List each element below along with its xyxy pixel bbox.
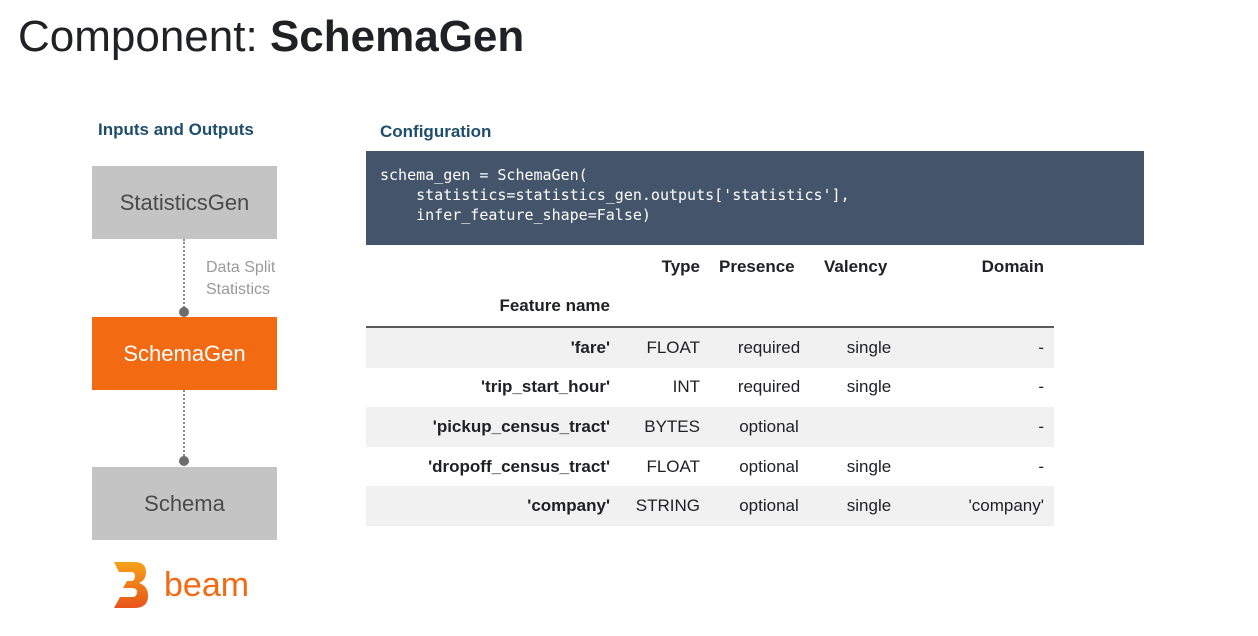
title-component-name: SchemaGen (269, 12, 525, 61)
feature-name-cell: 'dropoff_census_tract' (428, 456, 610, 476)
edge-label-data-split-statistics: Data Split Statistics (206, 259, 276, 298)
column-header-feature-name: Feature name (499, 296, 610, 315)
type-cell: BYTES (644, 416, 700, 436)
presence-cell: optional (739, 496, 799, 516)
beam-logo-icon (114, 562, 148, 608)
connector-dot (179, 307, 189, 317)
column-header-valency: Valency (824, 257, 888, 276)
valency-cell: single (846, 377, 892, 397)
valency-cell: single (846, 337, 892, 357)
schema-box: Schema (92, 467, 277, 540)
table-row: 'pickup_census_tract' BYTES optional - (366, 407, 1054, 447)
domain-cell: - (1038, 377, 1044, 397)
type-cell: FLOAT (646, 337, 700, 357)
presence-cell: required (737, 337, 801, 357)
feature-name-cell: 'fare' (570, 337, 610, 357)
schemagen-box: SchemaGen (92, 317, 277, 390)
statisticsgen-box: StatisticsGen (92, 166, 277, 239)
code-block: schema_gen = SchemaGen( statistics=stati… (366, 151, 1144, 245)
beam-logo-text: beam (164, 565, 250, 604)
configuration-heading: Configuration (380, 122, 492, 141)
domain-cell: - (1038, 337, 1044, 357)
title-prefix: Component: (18, 12, 270, 61)
connector-dotted-line (183, 390, 185, 460)
beam-logo: beam (110, 560, 249, 610)
type-cell: FLOAT (646, 456, 700, 476)
feature-name-cell: 'company' (527, 496, 610, 516)
connector-dotted-line (183, 239, 185, 311)
table-row: 'dropoff_census_tract' FLOAT optional si… (366, 447, 1054, 487)
feature-name-cell: 'pickup_census_tract' (432, 416, 610, 436)
slide-title: Component: SchemaGen (18, 10, 524, 64)
presence-cell: optional (739, 456, 799, 476)
column-header-domain: Domain (981, 257, 1044, 276)
domain-cell: - (1038, 456, 1044, 476)
presence-cell: optional (739, 416, 799, 436)
domain-cell: - (1038, 416, 1044, 436)
type-cell: INT (672, 377, 700, 397)
connector-dot (179, 456, 189, 466)
column-header-presence: Presence (719, 257, 795, 276)
column-header-type: Type (661, 257, 700, 276)
valency-cell: single (846, 456, 892, 476)
type-cell: STRING (635, 496, 700, 516)
domain-cell: 'company' (968, 496, 1044, 516)
schema-table: Type Presence Valency Domain Feature nam… (366, 250, 1054, 526)
table-header: Type Presence Valency Domain Feature nam… (366, 250, 1054, 328)
valency-cell (816, 407, 922, 447)
presence-cell: required (737, 377, 801, 397)
valency-cell: single (846, 496, 892, 516)
table-row: 'fare' FLOAT required single - (366, 328, 1054, 368)
feature-name-cell: 'trip_start_hour' (481, 377, 610, 397)
inputs-outputs-heading: Inputs and Outputs (98, 120, 254, 139)
table-row: 'trip_start_hour' INT required single - (366, 368, 1054, 408)
table-row: 'company' STRING optional single 'compan… (366, 486, 1054, 526)
